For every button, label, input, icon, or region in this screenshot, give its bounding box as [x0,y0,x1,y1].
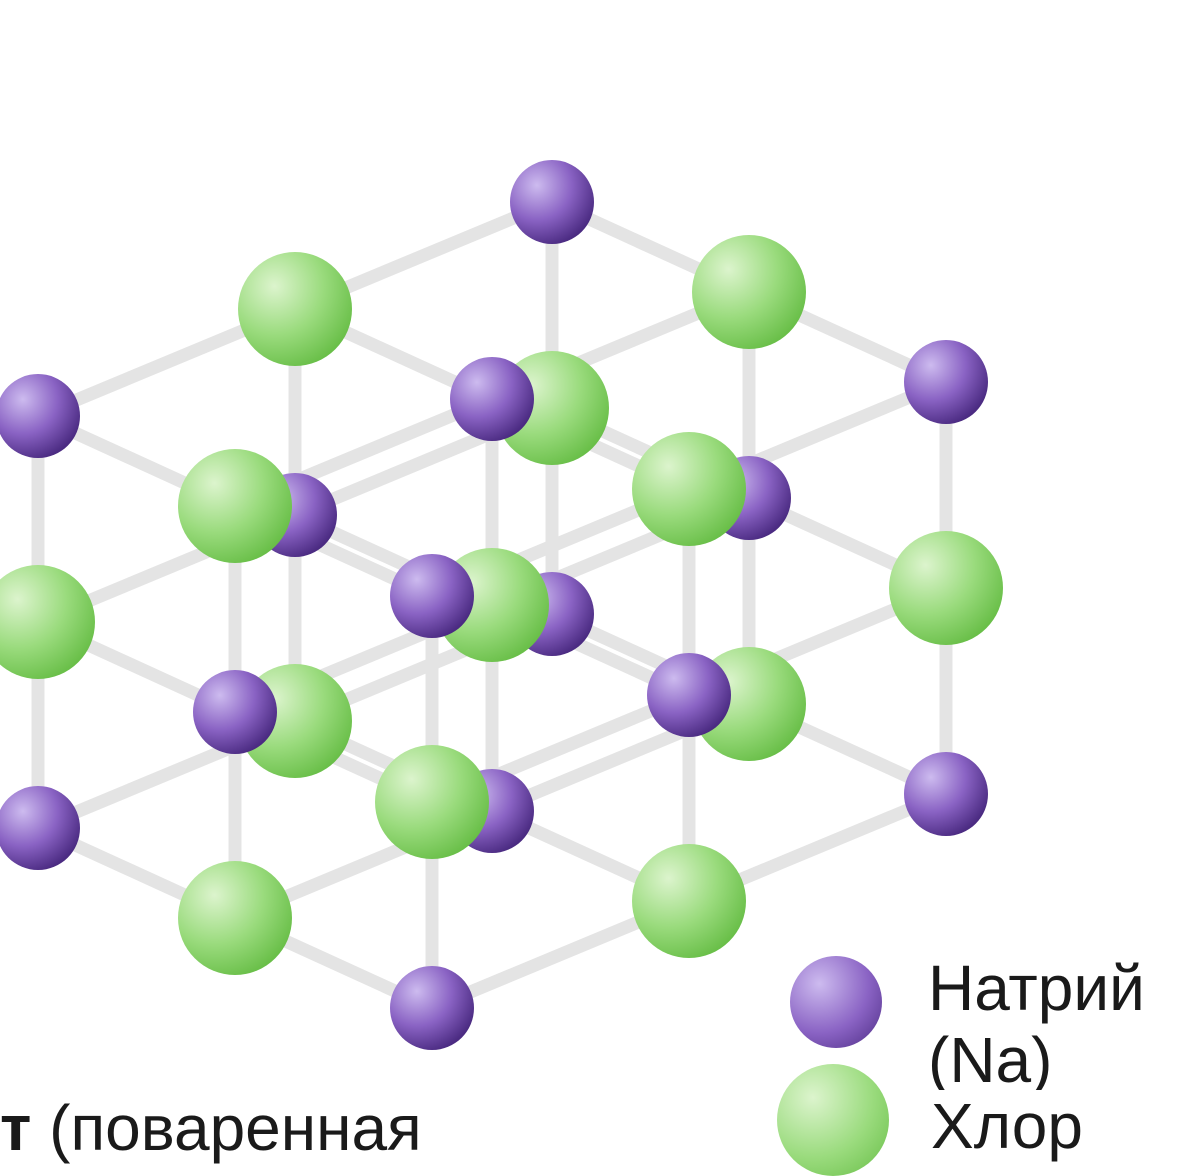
sodium-atom [0,786,80,870]
chlorine-atom [0,565,95,679]
chlorine-atom [178,861,292,975]
sodium-atom [904,752,988,836]
sodium-atom [647,653,731,737]
chlorine-atom [632,844,746,958]
sodium-legend-swatch [790,956,882,1048]
sodium-atom [510,160,594,244]
chlorine-atom [375,745,489,859]
sodium-atom [904,340,988,424]
sodium-atom [450,357,534,441]
caption-text: т (поваренная [0,1088,422,1168]
caption-bold: т [0,1092,32,1164]
chlorine-legend-swatch [777,1064,889,1176]
legend-sodium: Натрий(Na) [790,952,1168,1092]
sodium-legend-label: Натрий(Na) [928,952,1145,1092]
chlorine-atom [238,252,352,366]
chlorine-atom [178,449,292,563]
chlorine-atom [632,432,746,546]
caption-rest: (поваренная [31,1092,422,1164]
sodium-atom [390,966,474,1050]
chlorine-atom [889,531,1003,645]
atoms-layer [0,160,1003,1050]
chlorine-atom [692,235,806,349]
legend-chlorine: Хлор [777,1064,1083,1176]
sodium-atom [0,374,80,458]
sodium-atom [390,554,474,638]
sodium-atom [193,670,277,754]
chlorine-legend-label: Хлор [931,1090,1083,1162]
